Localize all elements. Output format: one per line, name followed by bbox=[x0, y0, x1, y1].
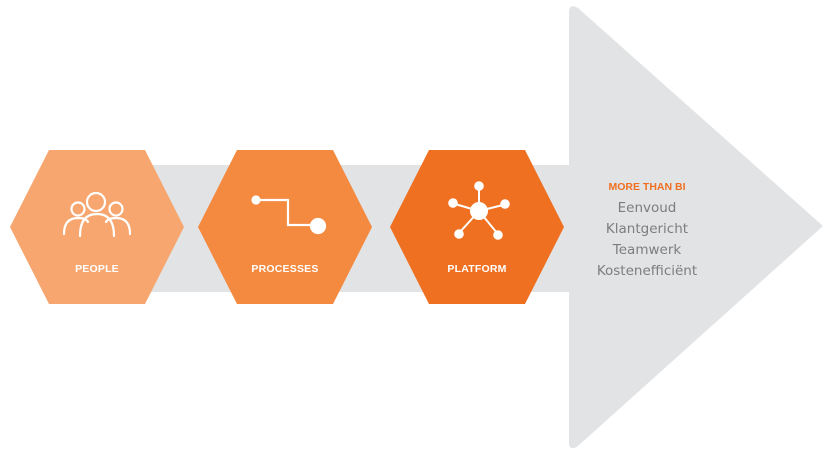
step-platform: PLATFORM bbox=[390, 150, 564, 304]
hexagon-people bbox=[10, 150, 184, 304]
process-flow-icon bbox=[251, 195, 327, 235]
step-people: PEOPLE bbox=[10, 150, 184, 304]
summary-item: Kostenefficiënt bbox=[597, 263, 697, 279]
network-hub-icon bbox=[448, 181, 510, 240]
summary-item: Klantgericht bbox=[606, 221, 688, 237]
summary-item: Teamwerk bbox=[612, 242, 682, 258]
step-label-platform: PLATFORM bbox=[447, 263, 506, 275]
hexagon-platform bbox=[390, 150, 564, 304]
step-label-people: PEOPLE bbox=[75, 263, 119, 275]
people-icon bbox=[62, 191, 132, 238]
hexagon-processes bbox=[198, 150, 372, 304]
summary-title: MORE THAN BI bbox=[609, 181, 686, 193]
step-label-processes: PROCESSES bbox=[251, 263, 318, 275]
step-processes: PROCESSES bbox=[198, 150, 372, 304]
summary-item: Eenvoud bbox=[618, 200, 677, 216]
summary-block: MORE THAN BI Eenvoud Klantgericht Teamwe… bbox=[597, 181, 697, 279]
